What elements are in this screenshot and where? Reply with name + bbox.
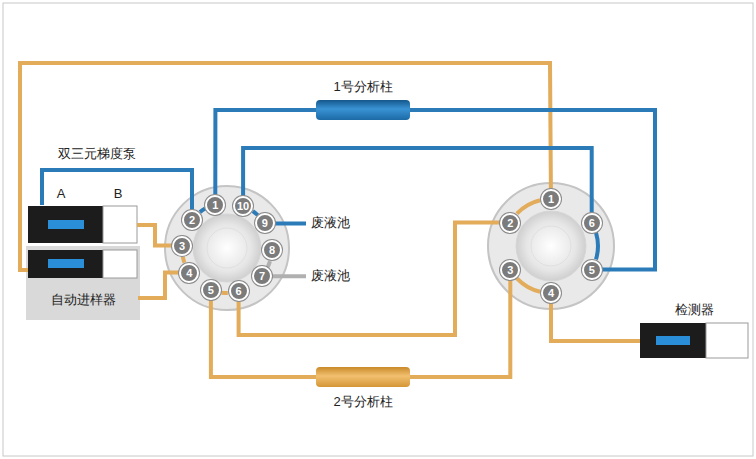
valve-rotor <box>531 226 571 266</box>
tubing-line <box>410 280 510 378</box>
tubing-line <box>517 200 540 213</box>
autosampler-label: 自动进样器 <box>28 282 138 318</box>
pump-unit <box>28 206 103 243</box>
valve-port: 2 <box>182 210 202 230</box>
detector-label: 检测器 <box>640 301 748 319</box>
tubing-line <box>20 63 551 270</box>
port-number: 3 <box>174 238 190 254</box>
instrument-panel <box>26 246 140 320</box>
port-number: 2 <box>184 212 200 228</box>
valve-port: 5 <box>582 260 602 280</box>
port-number: 4 <box>543 285 559 301</box>
tubing-line <box>239 223 501 336</box>
port-number: 4 <box>181 265 197 281</box>
detector-body <box>640 323 706 358</box>
detector-display <box>656 336 690 345</box>
port-number: 1 <box>543 191 559 207</box>
waste-label: 废液池 <box>311 268 350 284</box>
tubing-line <box>215 110 316 195</box>
pump-display <box>48 259 84 268</box>
analytical-column: 2号分析柱 <box>316 367 410 387</box>
valve-port: 5 <box>201 280 221 300</box>
tubing-line <box>42 170 192 210</box>
waste-line <box>270 274 306 278</box>
tubing-line <box>253 211 258 215</box>
valve-rotor <box>193 214 261 282</box>
analytical-column: 1号分析柱 <box>316 100 410 120</box>
channel-label: B <box>110 186 126 202</box>
port-number: 2 <box>502 215 518 231</box>
valve-port: 1 <box>541 189 561 209</box>
port-number: 7 <box>254 268 270 284</box>
port-number: 6 <box>231 283 247 299</box>
tubing-line <box>551 303 640 341</box>
channel-label: A <box>53 186 69 202</box>
valve-port: 3 <box>500 260 520 280</box>
valve-port: 8 <box>262 240 282 260</box>
tubing-line <box>200 209 205 213</box>
valve-port: 9 <box>255 213 275 233</box>
frame <box>3 3 753 456</box>
detector: 检测器 <box>640 323 748 358</box>
tubing-line <box>596 233 598 260</box>
port-number: 3 <box>502 262 518 278</box>
pump-label: 双三元梯度泵 <box>58 145 158 163</box>
tubing-line <box>410 110 655 270</box>
port-number: 9 <box>257 215 273 231</box>
port-number: 6 <box>584 215 600 231</box>
port-number: 5 <box>584 262 600 278</box>
port-number: 5 <box>203 282 219 298</box>
tubing-line <box>137 225 172 246</box>
tubing-line <box>183 257 185 263</box>
port-number: 1 <box>207 197 223 213</box>
gradient-pump: 双三元梯度泵AB <box>28 205 137 278</box>
valve-rotor <box>516 211 586 281</box>
valve-port: 6 <box>582 213 602 233</box>
tubing-line <box>211 300 316 377</box>
tubing-line <box>222 291 228 295</box>
pump-unit <box>103 206 137 243</box>
valve-rotor <box>207 228 247 268</box>
valve-port: 7 <box>252 266 272 286</box>
valve-port: 4 <box>541 283 561 303</box>
detector-body <box>706 323 748 358</box>
column-label: 1号分析柱 <box>316 78 410 96</box>
port-number: 8 <box>264 242 280 258</box>
port-number: 10 <box>235 198 251 214</box>
waste-line <box>272 222 306 226</box>
autosampler: 自动进样器 <box>28 282 138 318</box>
valve-body <box>488 183 614 309</box>
valve-port: 6 <box>229 281 249 301</box>
pump-unit <box>103 250 137 278</box>
tubing-line <box>517 278 540 291</box>
tubing-line <box>268 261 270 267</box>
pump-unit <box>28 250 103 278</box>
valve-port: 2 <box>500 213 520 233</box>
tubing-line <box>243 148 592 213</box>
pump-display <box>48 220 84 229</box>
valve-body <box>165 186 289 310</box>
valve-port: 4 <box>179 263 199 283</box>
tubing-line <box>138 273 179 299</box>
column-label: 2号分析柱 <box>316 393 410 411</box>
valve-port: 10 <box>233 196 253 216</box>
valve-port: 3 <box>172 236 192 256</box>
valve-port: 1 <box>205 195 225 215</box>
waste-label: 废液池 <box>311 215 350 231</box>
